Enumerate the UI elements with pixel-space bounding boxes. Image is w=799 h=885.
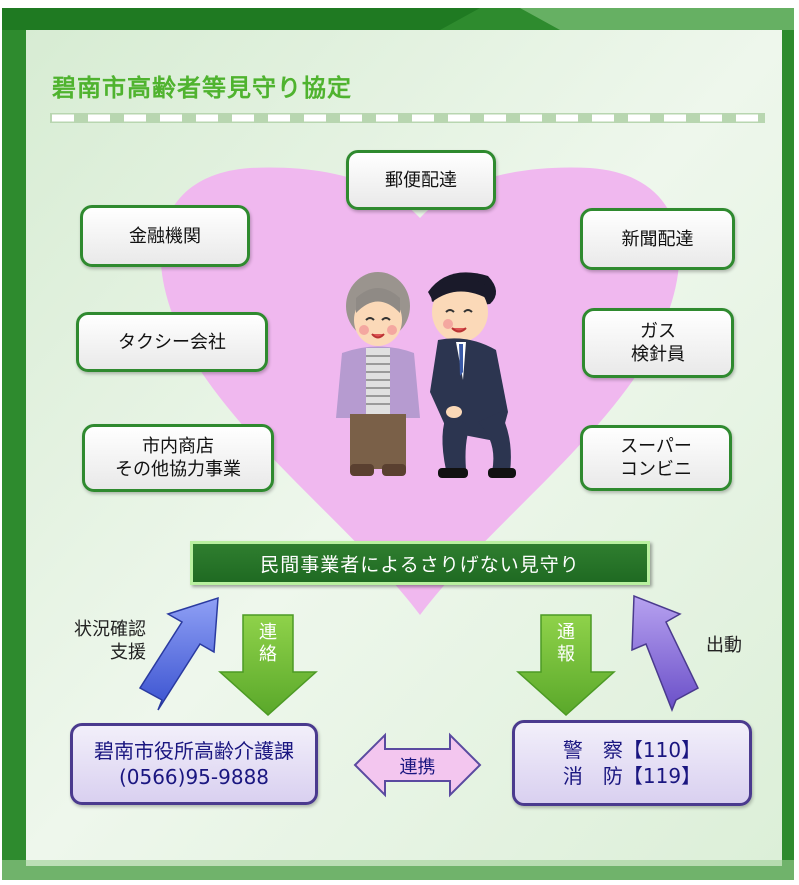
supermarket-label: スーパー コンビニ (620, 436, 692, 480)
report-arrow-label: 通報 (557, 622, 575, 665)
report-arrow (516, 614, 616, 717)
city-office-box: 碧南市役所高齢介護課 (0566)95-9888 (70, 723, 318, 805)
dispatch-arrow (631, 594, 699, 713)
dispatch-label: 出動 (706, 635, 742, 656)
gas-label: ガス 検針員 (631, 321, 685, 365)
shops-box: 市内商店 その他協力事業 (82, 424, 274, 492)
contact-arrow (218, 614, 318, 717)
newspaper-label: 新聞配達 (621, 228, 694, 250)
cooperation-arrow (353, 732, 482, 798)
shops-label: 市内商店 その他協力事業 (115, 436, 241, 480)
emergency-text: 警 察【110】 消 防【119】 (562, 738, 702, 788)
emergency-box: 警 察【110】 消 防【119】 (512, 720, 752, 806)
cooperation-label: 連携 (399, 757, 436, 778)
status-support-arrow (138, 596, 219, 711)
supermarket-box: スーパー コンビニ (580, 425, 732, 491)
city-office-text: 碧南市役所高齢介護課 (0566)95-9888 (94, 739, 294, 789)
status-support-label: 状況確認 支援 (74, 619, 146, 663)
contact-arrow-label: 連絡 (259, 622, 277, 665)
postal-box: 郵便配達 (346, 150, 496, 210)
taxi-box: タクシー会社 (76, 312, 268, 372)
newspaper-box: 新聞配達 (580, 208, 735, 270)
taxi-label: タクシー会社 (118, 331, 226, 353)
finance-box: 金融機関 (80, 205, 250, 267)
man-in-suit-illustration (428, 272, 516, 478)
diagram-title: 碧南市高齢者等見守り協定 (52, 74, 352, 102)
postal-label: 郵便配達 (385, 169, 457, 191)
gas-box: ガス 検針員 (582, 308, 734, 378)
heart-shape (160, 167, 680, 616)
elderly-woman-illustration (336, 272, 420, 476)
finance-label: 金融機関 (129, 225, 201, 247)
watching-banner: 民間事業者によるさりげない見守り (190, 541, 650, 585)
